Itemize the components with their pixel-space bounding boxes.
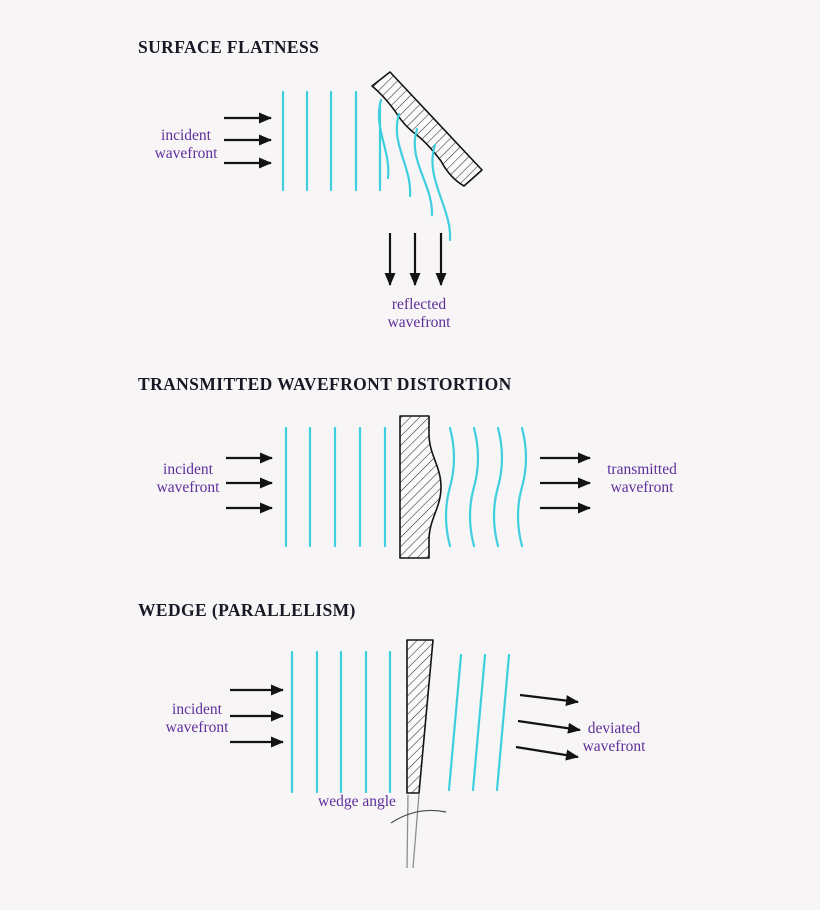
extension-line xyxy=(412,793,420,869)
transmitted-distortion-title: TRANSMITTED WAVEFRONT DISTORTION xyxy=(138,374,512,394)
wedge-angle-arc xyxy=(390,809,447,824)
label-line: incident xyxy=(172,701,223,718)
wavefront-curve xyxy=(516,426,528,548)
reflected-wavefront-label: reflected wavefront xyxy=(388,296,452,331)
label-line: incident xyxy=(163,461,214,478)
incident-wavefronts xyxy=(281,90,382,192)
deviated-wavefronts xyxy=(447,653,511,792)
reflected-wavefronts xyxy=(377,98,452,242)
transmitted-wavefronts xyxy=(444,426,528,548)
section-surface-flatness: SURFACE FLATNESS incident wavefront xyxy=(138,37,483,331)
transmitted-wavefront-label: transmitted wavefront xyxy=(607,461,677,496)
wavefront-curve xyxy=(413,127,434,217)
label-line: wavefront xyxy=(157,479,221,496)
wedge-angle-extension-lines xyxy=(406,793,420,869)
optical-flat-element xyxy=(371,71,483,187)
incident-wavefront-label: incident wavefront xyxy=(157,461,221,496)
wedge-parallelism-title: WEDGE (PARALLELISM) xyxy=(138,600,356,620)
wavefront-curve xyxy=(492,426,504,548)
arrow xyxy=(517,719,581,734)
arrow xyxy=(515,745,579,761)
label-line: wavefront xyxy=(166,719,230,736)
label-line: wavefront xyxy=(611,479,675,496)
incident-wavefront-label: incident wavefront xyxy=(155,127,219,162)
wavefront-curve xyxy=(444,426,456,548)
section-transmitted-distortion: TRANSMITTED WAVEFRONT DISTORTION inciden… xyxy=(138,374,677,559)
wavefront-line xyxy=(471,653,487,792)
wavefront-curve xyxy=(395,112,412,198)
section-wedge-parallelism: WEDGE (PARALLELISM) incident wavefront xyxy=(138,600,647,869)
incident-arrows xyxy=(224,112,272,169)
surface-flatness-title: SURFACE FLATNESS xyxy=(138,37,319,57)
distorting-element xyxy=(399,415,442,559)
transmitted-arrows xyxy=(540,452,591,514)
extension-line xyxy=(406,794,409,869)
label-line: deviated xyxy=(588,720,641,737)
label-line: incident xyxy=(161,127,212,144)
wavefront-curve xyxy=(431,143,452,242)
incident-wavefronts xyxy=(290,650,392,794)
label-line: wavefront xyxy=(388,314,452,331)
wedge-angle-label: wedge angle xyxy=(318,793,396,810)
label-line: wavefront xyxy=(155,145,219,162)
deviated-arrows xyxy=(515,693,581,761)
incident-arrows xyxy=(230,684,284,748)
arrow xyxy=(519,693,579,707)
label-line: transmitted xyxy=(607,461,677,478)
label-line: reflected xyxy=(392,296,446,313)
label-line: wavefront xyxy=(583,738,647,755)
wavefront-curve xyxy=(377,98,390,180)
reflected-arrows xyxy=(384,233,447,286)
deviated-wavefront-label: deviated wavefront xyxy=(583,720,647,755)
wavefront-curve xyxy=(468,426,480,548)
incident-wavefront-label: incident wavefront xyxy=(166,701,230,736)
incident-arrows xyxy=(226,452,273,514)
wedge-element xyxy=(406,639,434,794)
incident-wavefronts xyxy=(284,426,387,548)
wavefront-line xyxy=(495,653,511,792)
wavefront-line xyxy=(447,653,463,792)
